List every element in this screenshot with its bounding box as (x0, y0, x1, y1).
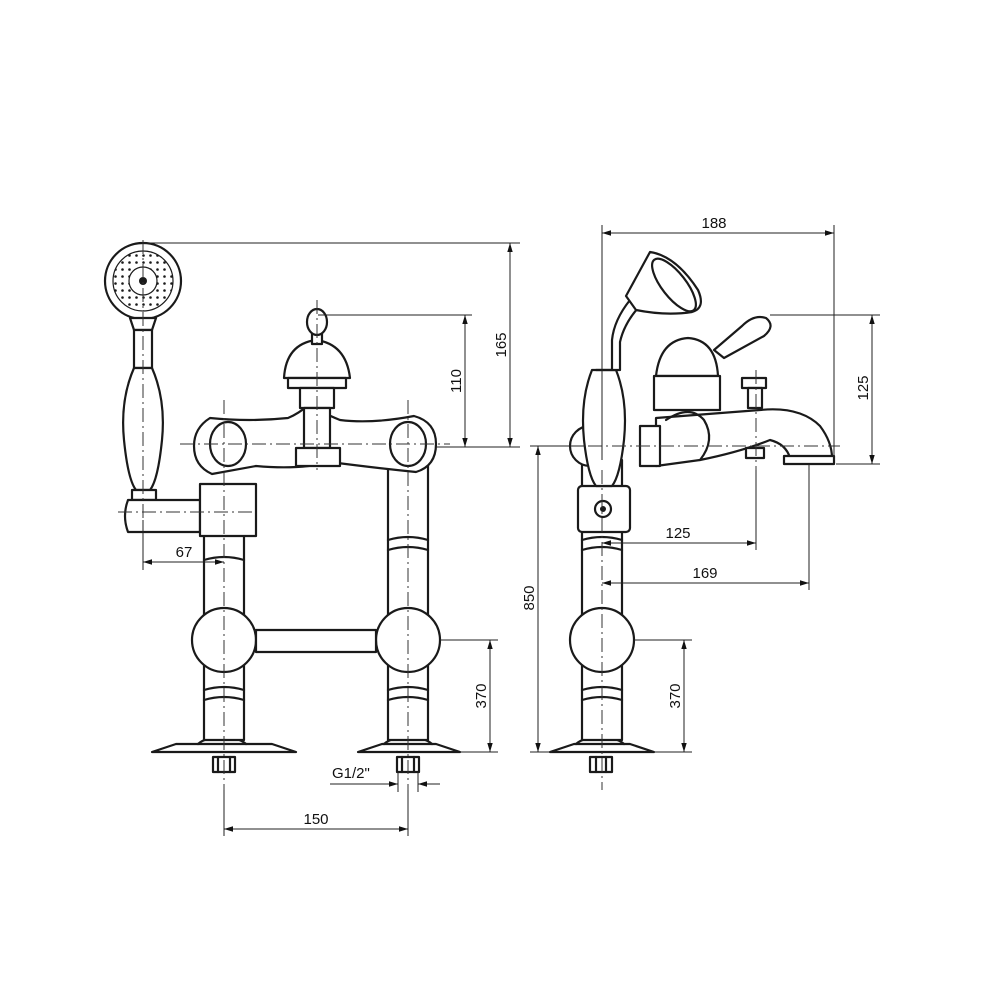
front-right-base-plate (356, 742, 462, 754)
front-hand-shower-holder (123, 498, 202, 534)
side-dim-188: 188 (701, 215, 726, 232)
side-dim-850: 850 (521, 585, 538, 610)
side-hand-shower-head (624, 250, 703, 315)
side-dim-370: 370 (667, 683, 684, 708)
front-dim-110: 110 (448, 369, 465, 393)
side-inlet-nut (588, 755, 614, 774)
front-dim-165: 165 (493, 332, 510, 357)
side-diverter-knob (740, 376, 768, 390)
front-dimensions: 165 110 67 370 G1/2" 150 (142, 242, 520, 836)
side-hand-shower-handle (581, 368, 627, 488)
front-dim-thread: G1/2" (332, 765, 370, 782)
front-dim-150: 150 (303, 811, 328, 828)
side-dim-125-reach: 125 (665, 525, 690, 542)
side-mixer-cap (654, 336, 720, 378)
side-view (540, 250, 840, 790)
side-lever (712, 315, 772, 360)
front-view (103, 240, 462, 790)
front-dim-370: 370 (473, 683, 490, 708)
front-crossbar (254, 628, 378, 654)
side-dim-169: 169 (692, 565, 717, 582)
front-dim-67: 67 (176, 544, 193, 561)
side-dim-125-height: 125 (855, 375, 872, 400)
side-dimensions: 188 125 125 169 850 370 (521, 215, 880, 753)
